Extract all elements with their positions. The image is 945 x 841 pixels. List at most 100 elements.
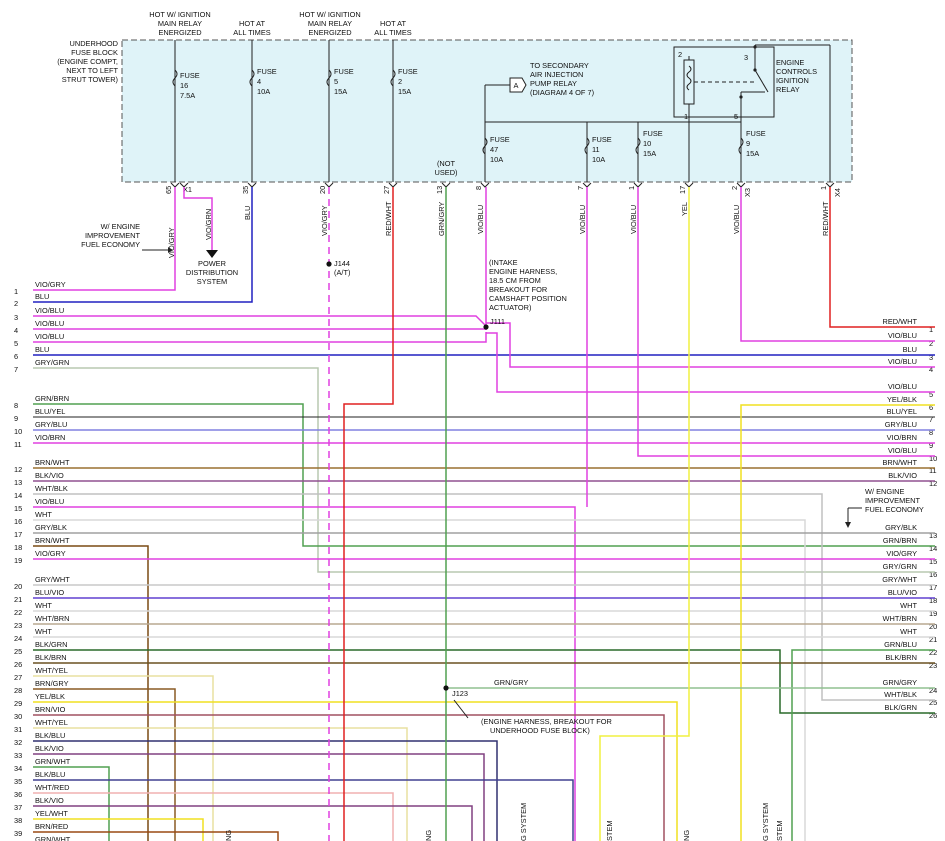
- left-pin-number: 3: [14, 313, 18, 322]
- not-used-label-1: (NOT: [437, 159, 456, 168]
- left-pin-number: 13: [14, 478, 22, 487]
- secondary-air-label-3: PUMP RELAY: [530, 79, 577, 88]
- bottom-frag-1: NG: [224, 830, 233, 841]
- wire-row18: [33, 545, 149, 841]
- fuse47-icon: [482, 137, 488, 155]
- wire-row35: [33, 779, 574, 841]
- left-wire-label: BRN/GRY: [35, 679, 69, 688]
- left-pin-number: 5: [14, 339, 18, 348]
- left-pin-number: 9: [14, 414, 18, 423]
- fuse5-num: 5: [334, 77, 338, 86]
- right-wire-label: VIO/BRN: [887, 433, 917, 442]
- left-pin-number: 18: [14, 543, 22, 552]
- pin-x4: X4: [833, 188, 842, 197]
- left-wire-label: WHT/YEL: [35, 666, 68, 675]
- left-wire-label: WHT/BRN: [35, 614, 70, 623]
- left-pin-number: 36: [14, 790, 22, 799]
- right-wire-label: GRY/GRN: [883, 562, 917, 571]
- wire-row7-16: [33, 367, 935, 573]
- vlabel-blu: BLU: [243, 206, 252, 220]
- pin-17: 17: [678, 186, 687, 194]
- arrow-down-icon-right: [845, 522, 851, 528]
- right-wire-label: YEL/BLK: [887, 395, 917, 404]
- wire-row2: [33, 187, 253, 303]
- vlabel-vio-blu-7: VIO/BLU: [578, 205, 587, 234]
- vlabel-vio-gry: VIO/GRY: [167, 227, 176, 258]
- fuse47-num: 47: [490, 145, 498, 154]
- bottom-frag-2: NG: [424, 830, 433, 841]
- arrow-down-icon: [206, 250, 218, 258]
- left-wire-label: BLU: [35, 345, 49, 354]
- intake-note-5: CAMSHAFT POSITION: [489, 294, 567, 303]
- j111-label: J111: [490, 317, 505, 326]
- relay-pin-3: 3: [744, 53, 748, 62]
- left-pin-number: 10: [14, 427, 22, 436]
- wire-row33: [33, 753, 485, 841]
- fuse16-name: FUSE: [180, 71, 200, 80]
- vlabel-vio-blu-1: VIO/BLU: [629, 205, 638, 234]
- fuse16-num: 16: [180, 81, 188, 90]
- right-pin-number: 4: [929, 365, 933, 374]
- right-pin-number: 14: [929, 544, 937, 553]
- left-wire-label: VIO/GRY: [35, 549, 66, 558]
- power-dist-3: SYSTEM: [197, 277, 227, 286]
- fuse-labels: FUSE 16 7.5A FUSE 4 10A FUSE 5 15A FUSE …: [180, 67, 766, 164]
- relay-switch-icon: [754, 69, 769, 93]
- j144-at-label: (A/T): [334, 268, 350, 277]
- left-wire-label: GRY/BLU: [35, 420, 67, 429]
- right-wire-label: BLU: [903, 345, 917, 354]
- fuse5-top-label-1: HOT W/ IGNITION: [299, 10, 360, 19]
- j144-dot: [326, 261, 332, 267]
- fuse-block-label-2: FUSE BLOCK: [71, 48, 118, 57]
- left-wire-label: BRN/WHT: [35, 458, 70, 467]
- left-pin-number: 39: [14, 829, 22, 838]
- vertical-wires: [183, 187, 690, 841]
- connector-arrow-icon: [509, 77, 527, 93]
- fuse4-name: FUSE: [257, 67, 277, 76]
- right-pin-number: 10: [929, 454, 937, 463]
- bottom-frag-6: G SYSTEM: [761, 803, 770, 841]
- left-pin-number: 1: [14, 287, 18, 296]
- right-wire-label: BRN/WHT: [883, 458, 918, 467]
- right-pin-number: 5: [929, 390, 933, 399]
- connector-ref-letter: A: [514, 81, 519, 90]
- j123-note-2: UNDERHOOD FUSE BLOCK): [490, 726, 590, 735]
- power-distribution-ref: POWER DISTRIBUTION SYSTEM: [186, 250, 238, 286]
- wire-row39: [33, 831, 279, 841]
- right-pin-number: 13: [929, 531, 937, 540]
- left-pin-number: 26: [14, 660, 22, 669]
- wire-row29: [33, 701, 678, 841]
- secondary-air-label-4: (DIAGRAM 4 OF 7): [530, 88, 594, 97]
- fuse4-num: 4: [257, 77, 261, 86]
- left-pin-number: 7: [14, 365, 18, 374]
- fuse9-name: FUSE: [746, 129, 766, 138]
- fuse2-icon: [390, 69, 396, 87]
- not-used-label-2: USED): [435, 168, 458, 177]
- wire-row15: [33, 506, 576, 841]
- right-pin-number: 7: [929, 415, 933, 424]
- pin-x1: X1: [183, 185, 192, 194]
- block-pin-numbers: 65 X1 35 20 27 13 8 7 1 17 2 X3 1 X4: [164, 185, 842, 197]
- vlabel-vio-grn: VIO/GRN: [204, 209, 213, 240]
- wire-row25-26: [33, 649, 935, 714]
- bottom-frag-7: STEM: [775, 820, 784, 841]
- intake-note-6: ACTUATOR): [489, 303, 531, 312]
- intake-note-3: 18.5 CM FROM: [489, 276, 541, 285]
- right-wire-label: RED/WHT: [883, 317, 918, 326]
- left-pin-number: 32: [14, 738, 22, 747]
- right-wire-label: VIO/BLU: [888, 357, 917, 366]
- wire-vio-grn-pds: [183, 187, 213, 250]
- left-pin-number: 38: [14, 816, 22, 825]
- right-pin-number: 26: [929, 711, 937, 720]
- wire-row8-14: [33, 403, 935, 547]
- j123-note-1: (ENGINE HARNESS, BREAKOUT FOR: [481, 717, 612, 726]
- vlabel-grn-gry: GRN/GRY: [437, 202, 446, 236]
- horizontal-wires: [33, 187, 935, 841]
- relay-coil-icon: [686, 65, 692, 91]
- left-wire-label: GRN/WHT: [35, 757, 71, 766]
- left-pin-number: 11: [14, 440, 22, 449]
- fuse-block-outline: [121, 39, 853, 183]
- wire-row14-25: [33, 493, 935, 701]
- fuse10-amps: 15A: [643, 149, 656, 158]
- left-pin-number: 14: [14, 491, 22, 500]
